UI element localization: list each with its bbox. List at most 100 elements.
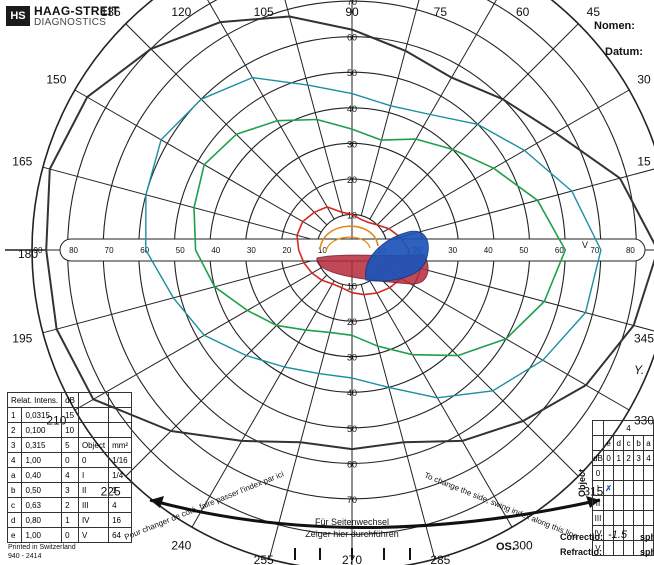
left-scale-70: 70 [105,246,114,255]
dbgrid-row-III: III [592,510,654,526]
dbgrid-letter-c: c [623,435,635,451]
dbgrid-cell [633,495,645,511]
dbgrid-cell [643,480,654,496]
angle-label-345: 345 [634,331,654,345]
intensity-row-cell-4: 1/16 [108,452,133,468]
upper-scale-30: 30 [347,139,357,149]
side-change-arc-line [149,498,601,529]
dbgrid-letter-blank [592,435,604,451]
intensity-row-cell-4 [108,407,133,423]
intensity-row-cell-2: 2 [61,497,79,513]
left-scale-20: 20 [282,246,291,255]
intensity-row-cell-1: 0,40 [21,467,63,483]
dbgrid-row-V: V [592,540,654,556]
dbgrid-row-II: II [592,495,654,511]
radial-345 [386,258,654,332]
dbgrid-cell [623,465,635,481]
intensity-row-cell-1: 0,50 [21,482,63,498]
dbgrid-cell: ✗ [602,480,615,496]
dbgrid-db-label: dB [592,450,604,466]
left-scale-50: 50 [176,246,185,255]
angle-label-45: 45 [587,5,601,19]
angle-label-105: 105 [254,5,274,19]
lower-scale-20: 20 [347,317,357,327]
intensity-row-cell-2: 0 [61,527,79,543]
brand-name: HAAG-STREIT [34,4,120,18]
upper-scale-40: 40 [347,104,357,114]
angle-label-135: 135 [101,5,121,19]
intensity-row-cell-1: 1,00 [21,527,63,543]
dbgrid-db-2: 2 [623,450,635,466]
upper-scale-10: 10 [347,210,357,220]
intensity-row-cell-2: 4 [61,467,79,483]
angle-label-120: 120 [171,5,191,19]
angle-label-180: 180 [18,247,38,261]
intensity-row-cell-1: 0,100 [21,422,63,438]
intensity-row-cell-3: V [77,527,110,543]
intensity-row-cell-0: c [6,497,23,513]
angle-label-255: 255 [254,553,274,565]
isopter-orange-inner [325,236,371,253]
dbgrid-letter-e: e [602,435,615,451]
intensity-row-cell-0: b [6,482,23,498]
intensity-row-cell-0: d [6,512,23,528]
radial-210 [74,267,322,411]
dbgrid-cell [602,540,615,556]
angle-label-240: 240 [171,539,191,553]
dbgrid-cell [613,495,625,511]
intensity-row-cell-3: III [77,497,110,513]
angle-label-90: 90 [345,5,359,19]
printed-note: Printed in Switzerland [8,544,76,551]
radial-255 [268,284,344,560]
intensity-row-cell-2: 1 [61,512,79,528]
dbgrid-cell [633,465,645,481]
upper-scale-60: 60 [347,33,357,43]
right-scale-60: 60 [555,246,564,255]
intensity-row-cell-4: 1 [108,482,133,498]
angle-label-150: 150 [46,72,66,86]
radial-105 [284,0,344,216]
date-label: Datum: [605,46,643,58]
lower-scale-70: 70 [347,495,357,505]
dbgrid-cell [643,510,654,526]
angle-label-60: 60 [516,5,530,19]
name-label: Nomen: [594,20,635,32]
angle-label-75: 75 [434,5,448,19]
intensity-row-cell-4: 64 [108,527,133,543]
left-scale-40: 40 [211,246,220,255]
intensity-row-cell-3: 0 [77,452,110,468]
correction-value: -1.5 [608,529,627,541]
dbgrid-object-label: Object [577,468,588,498]
intensity-row-cell-0: 1 [6,407,23,423]
intensity-row-cell-2: 10 [61,422,79,438]
dbgrid-cell [613,510,625,526]
lower-scale-60: 60 [347,459,357,469]
intensity-row-cell-3 [77,407,110,423]
left-scale-80: 80 [69,246,78,255]
intensity-row-cell-3: II [77,482,110,498]
radial-75 [360,0,420,216]
intensity-row-cell-2: 15 [61,407,79,423]
radial-195 [42,258,318,334]
left-scale-30: 30 [247,246,256,255]
brand-logo: HS [6,6,30,26]
radial-240 [191,280,335,528]
refraction-suffix: sph [640,547,654,557]
german-instruction-line1: Für Seitenwechsel [315,517,389,527]
intensity-row-cell-4: 4 [108,497,133,513]
intensity-row-cell-0: 3 [6,437,23,453]
scotoma-blue [365,230,429,282]
left-scale-60: 60 [140,246,149,255]
right-scale-70: 70 [590,246,599,255]
intensity-header-cell-4 [108,392,133,408]
upper-scale-70: 70 [347,0,357,7]
handwritten-mark: Y. [634,363,645,377]
radial-225 [125,274,328,477]
radial-135 [125,23,328,226]
dbgrid-row-label: 0 [592,465,604,481]
